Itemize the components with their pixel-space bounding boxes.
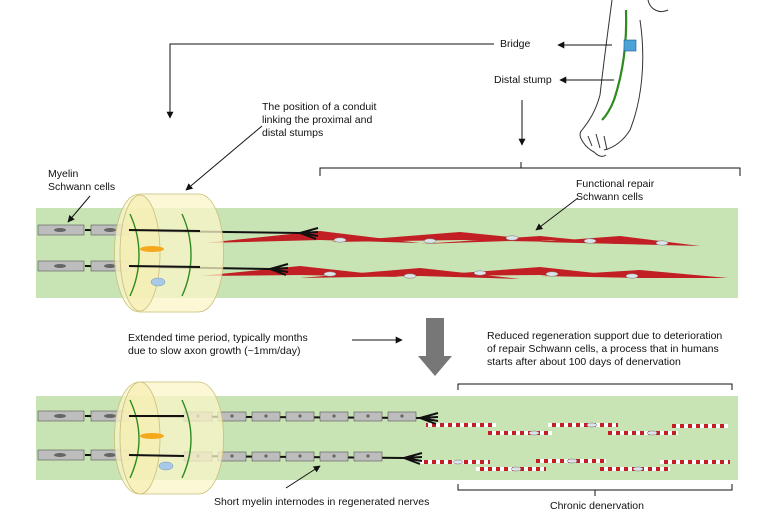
repair-cells-top xyxy=(200,231,728,279)
label-distal-stump: Distal stump xyxy=(494,74,552,86)
label-extended-time: Extended time period, typically months d… xyxy=(128,332,308,357)
label-bridge: Bridge xyxy=(500,38,531,50)
label-myelin-schwann-cells: Myelin Schwann cells xyxy=(48,168,116,193)
chronic-bottom-bracket xyxy=(457,484,733,491)
label-functional-repair: Functional repair Schwann cells xyxy=(576,178,655,203)
conduit-label-arrow xyxy=(185,125,263,191)
chronic-cells xyxy=(420,422,730,472)
label-reduced-support: Reduced regeneration support due to dete… xyxy=(487,330,723,368)
label-conduit-position: The position of a conduit linking the pr… xyxy=(262,101,377,139)
conduit-top xyxy=(114,193,224,313)
axons-through-conduit-top xyxy=(128,229,201,268)
repair-label-arrow xyxy=(535,197,579,231)
top-bracket xyxy=(319,162,741,176)
label-short-internodes: Short myelin internodes in regenerated n… xyxy=(214,496,430,508)
arm-illustration xyxy=(579,0,669,157)
big-down-arrow xyxy=(418,318,452,376)
nerve-line-arm xyxy=(601,9,628,121)
bridge-box xyxy=(623,39,637,52)
myelin-label-arrow xyxy=(67,195,91,223)
internodes-label-arrow xyxy=(285,465,321,489)
axons-through-conduit-bottom xyxy=(128,415,185,457)
chronic-top-bracket xyxy=(457,383,733,390)
conduit-bottom xyxy=(114,381,224,495)
bridge-to-conduit-line xyxy=(166,43,494,119)
label-chronic-denervation: Chronic denervation xyxy=(550,500,644,512)
